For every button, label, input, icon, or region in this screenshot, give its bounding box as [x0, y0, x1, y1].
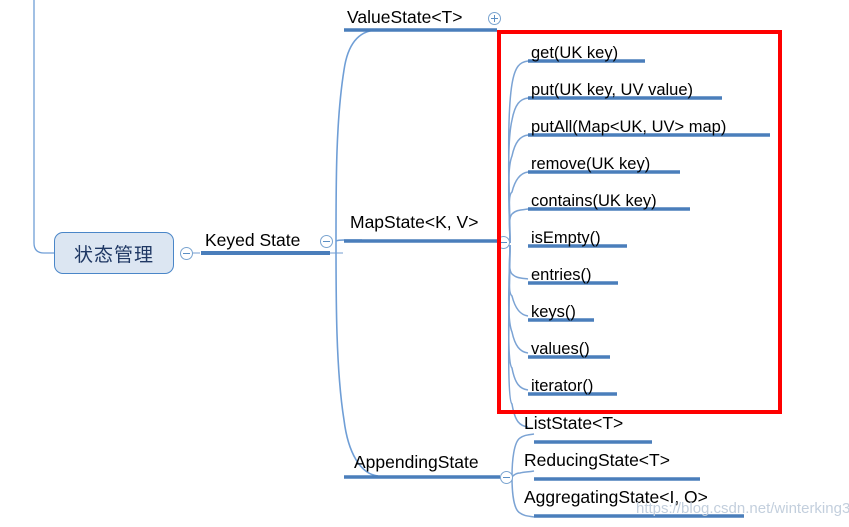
node-list-state[interactable]: ListState<T>: [524, 413, 624, 433]
root-node[interactable]: 状态管理: [54, 232, 174, 274]
node-aggregating-state[interactable]: AggregatingState<I, O>: [524, 487, 708, 507]
root-node-label: 状态管理: [73, 243, 154, 266]
method-get[interactable]: get(UK key): [531, 44, 619, 62]
method-values[interactable]: values(): [531, 340, 590, 358]
node-value-state[interactable]: ValueState<T>: [347, 7, 463, 27]
watermark: https://blog.csdn.net/winterking3: [636, 500, 849, 517]
method-is-empty[interactable]: isEmpty(): [531, 229, 601, 247]
node-appending-state[interactable]: AppendingState: [354, 452, 479, 472]
appending-state-collapse-icon[interactable]: [500, 471, 513, 484]
value-state-expand-icon[interactable]: [488, 12, 501, 25]
root-collapse-icon[interactable]: [180, 247, 193, 260]
method-entries[interactable]: entries(): [531, 266, 592, 284]
node-reducing-state[interactable]: ReducingState<T>: [524, 450, 670, 470]
keyed-state-collapse-icon[interactable]: [320, 235, 333, 248]
method-iterator[interactable]: iterator(): [531, 377, 594, 395]
method-keys[interactable]: keys(): [531, 303, 576, 321]
method-contains[interactable]: contains(UK key): [531, 192, 657, 210]
method-put[interactable]: put(UK key, UV value): [531, 81, 694, 99]
method-put-all[interactable]: putAll(Map<UK, UV> map): [531, 118, 727, 136]
branch-label-keyed-state[interactable]: Keyed State: [205, 230, 301, 250]
highlight-rectangle: [497, 30, 782, 414]
method-remove[interactable]: remove(UK key): [531, 155, 651, 173]
node-map-state[interactable]: MapState<K, V>: [350, 212, 479, 232]
